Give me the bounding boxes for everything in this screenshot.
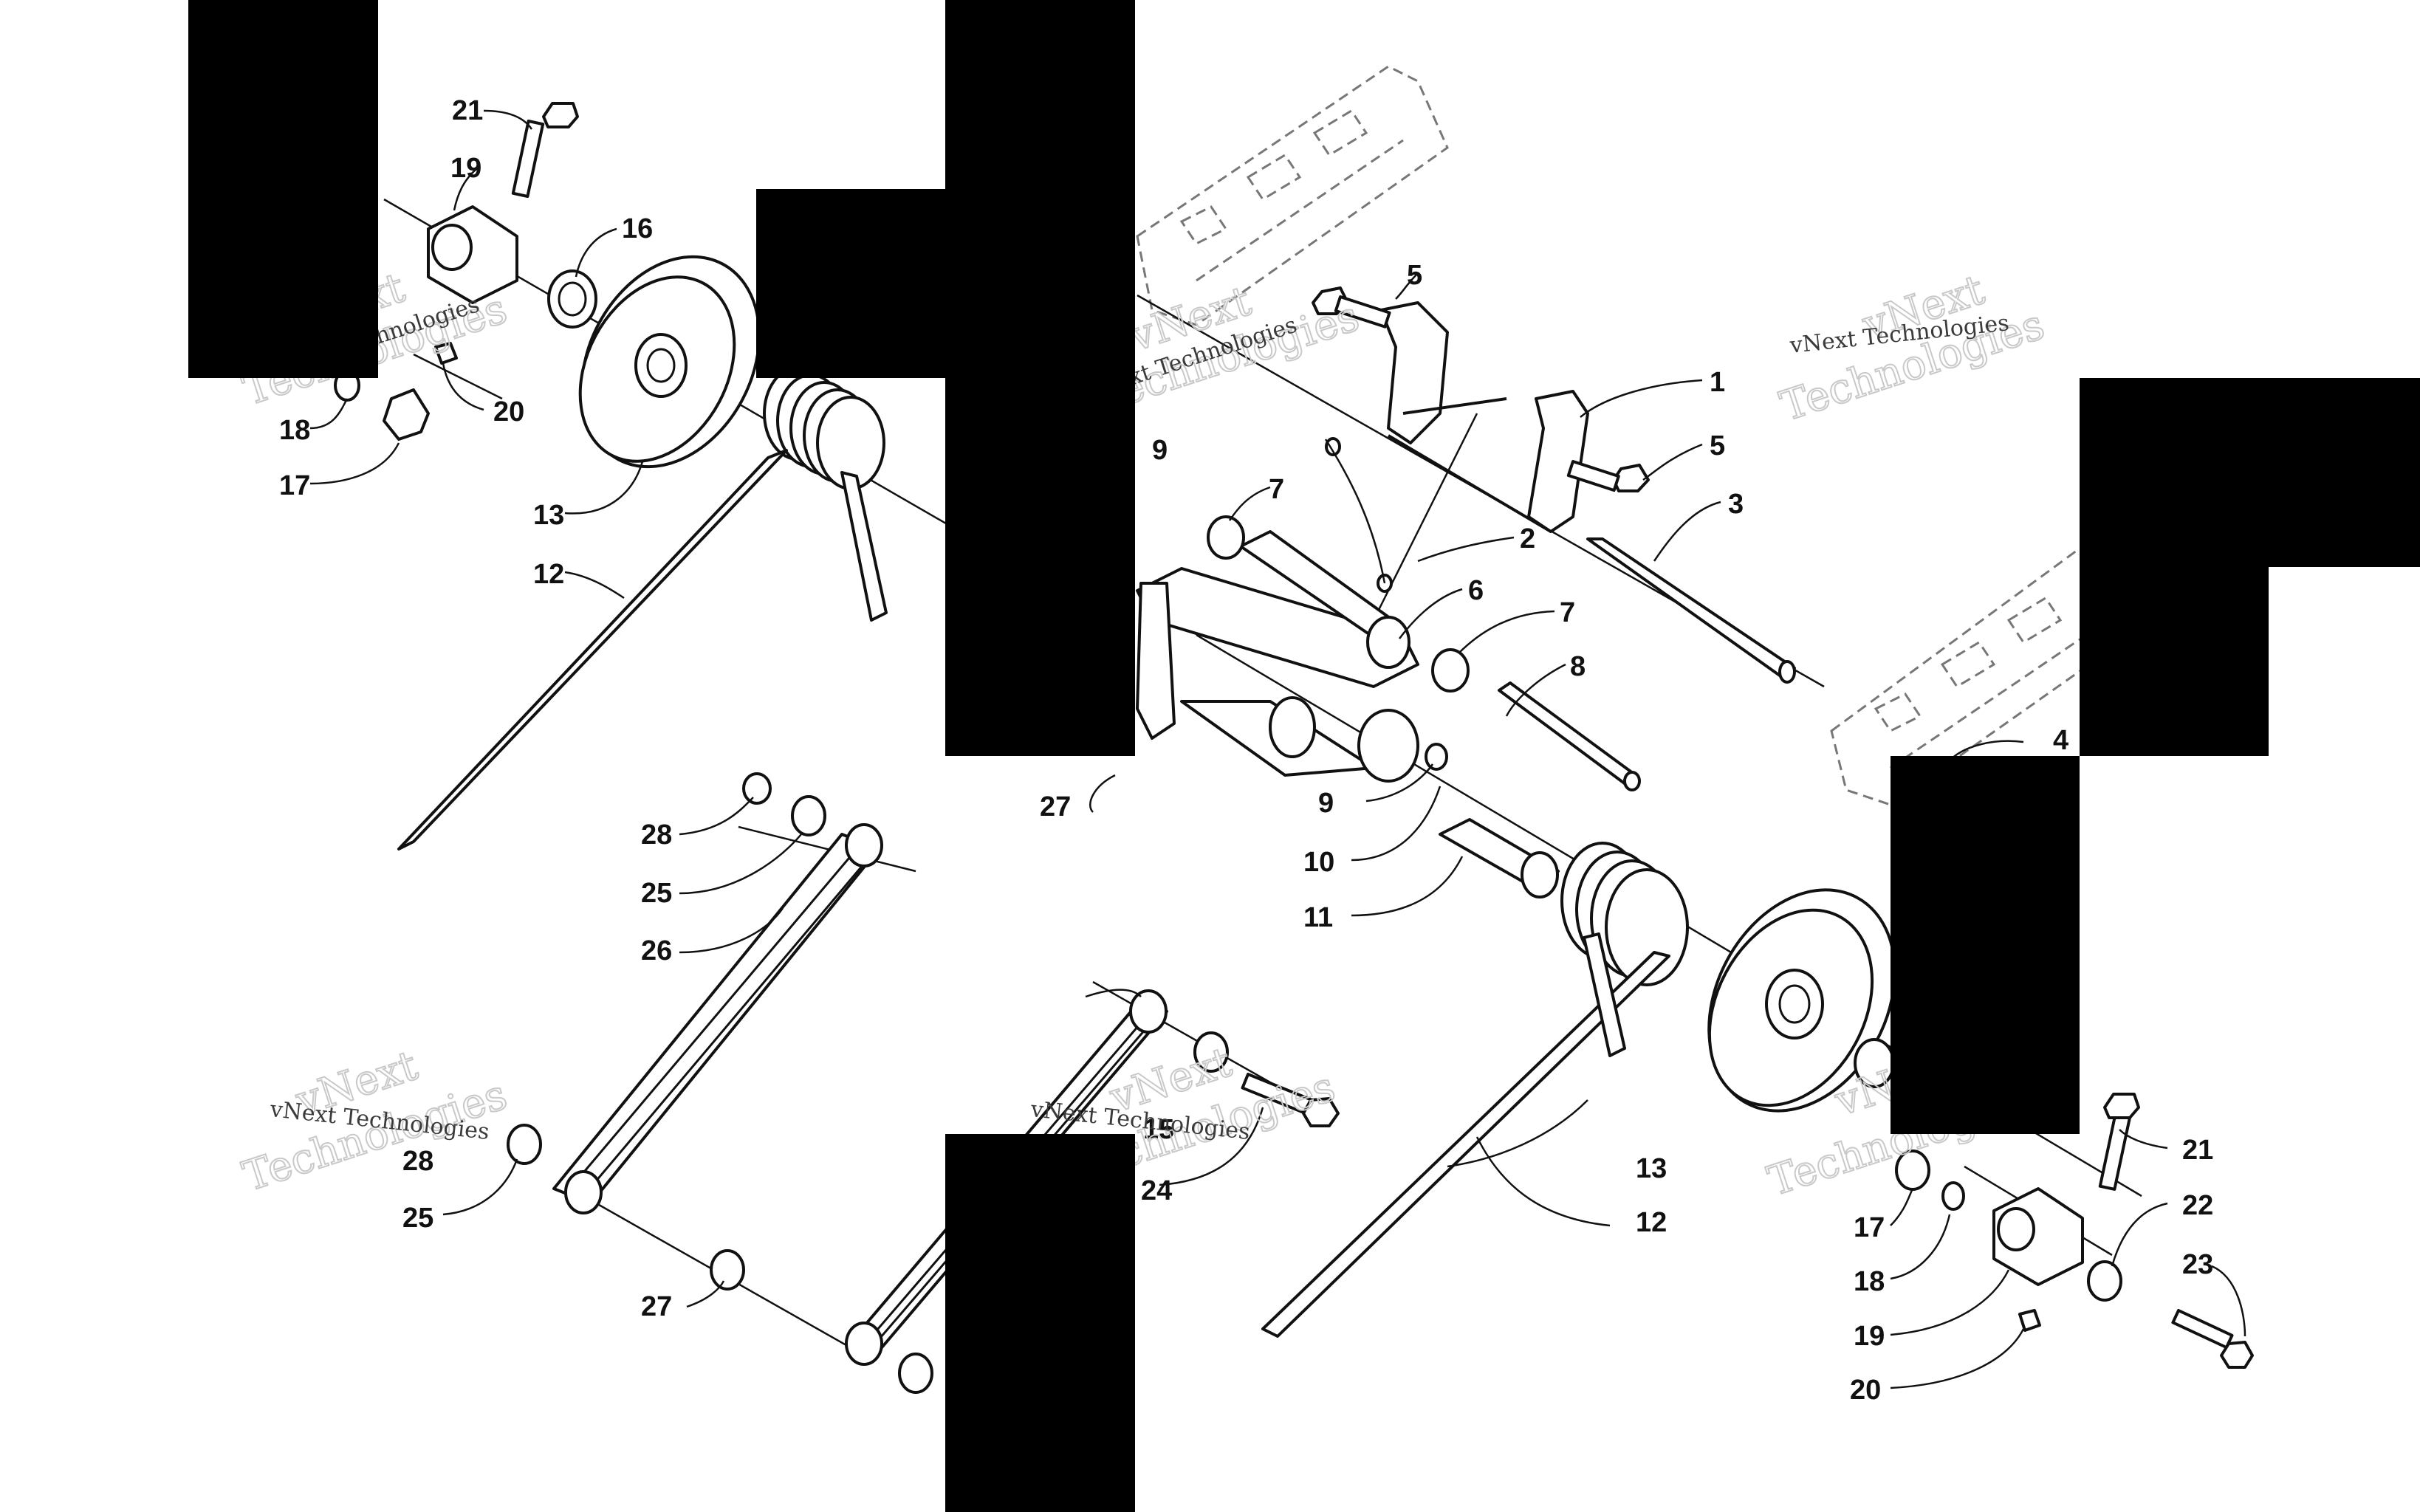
callout-21-right: 21 [2182,1135,2213,1166]
shock-body-9-center [1180,696,1419,783]
callout-8: 8 [1570,651,1586,682]
spacer-22 [2087,1260,2122,1302]
idler-wheel-13-left [578,255,761,469]
arm-assembly-6 [1136,530,1419,740]
torsion-spring-12-left [397,366,888,850]
spacer-16-left [547,269,597,329]
callout-5-lower: 5 [1710,430,1725,461]
callout-13-right: 13 [1636,1153,1667,1184]
callout-23: 23 [2182,1249,2213,1280]
callout-26: 26 [641,935,672,966]
callout-10: 10 [1303,847,1334,878]
callout-12: 12 [533,559,564,590]
shaft-3 [1586,537,1796,684]
callout-2: 2 [1520,523,1535,554]
callout-18-right: 18 [1854,1266,1885,1297]
bolt-23 [2171,1309,2254,1369]
callout-1: 1 [1710,367,1725,398]
small-parts-17-18-right [1895,1150,1965,1211]
callout-7-lower: 7 [1560,597,1575,628]
lock-collar-19-right [1992,1187,2084,1286]
callout-19: 19 [450,153,481,184]
idler-wheel-13-right [1707,888,1896,1113]
leader-lines [309,109,2246,1389]
callout-25-upper: 25 [641,878,672,909]
callout-20-right: 20 [1850,1375,1881,1406]
washer-10 [1425,743,1448,771]
bushings-25-28 [507,772,1229,1394]
callout-12-right: 12 [1636,1207,1667,1238]
mask-5 [2080,567,2269,756]
callout-20: 20 [493,396,524,427]
bracket-1 [1379,301,1589,533]
callout-3: 3 [1728,489,1744,520]
callout-15: 15 [1143,1114,1174,1145]
callout-28-lower: 28 [402,1146,433,1177]
callout-27-center: 27 [1040,791,1071,822]
callout-27-lower: 27 [641,1291,672,1322]
torsion-spring-12-right [1261,842,1689,1338]
lock-collar-19-left [427,205,518,304]
callout-24: 24 [1141,1175,1172,1206]
callout-22: 22 [2182,1190,2213,1221]
link-arm-26 [552,823,883,1214]
redaction-masks [188,0,2420,1512]
callout-13: 13 [533,500,564,531]
rail-outline-upper [1136,65,1449,326]
callout-9-upper: 9 [1152,435,1168,466]
callout-17-right: 17 [1854,1212,1885,1243]
callout-16: 16 [622,213,653,244]
bolt-24 [1241,1073,1340,1127]
callout-9: 9 [1318,788,1334,819]
callout-28-upper: 28 [641,819,672,850]
bolt-21-right [2098,1093,2140,1191]
bolt-21-left [511,102,579,198]
callout-labels: 21 19 16 18 17 20 13 12 5 1 5 3 2 7 6 7 … [279,95,2213,1406]
callout-6: 6 [1468,575,1484,606]
mask-1 [188,0,378,378]
callout-17: 17 [279,470,310,501]
pin-8 [1498,681,1641,791]
mask-2 [945,0,1135,756]
bolt-5-upper [1312,286,1391,329]
bolt-5-lower [1566,460,1650,492]
callout-25-lower: 25 [402,1203,433,1234]
callout-11: 11 [1303,902,1333,933]
callout-5-upper: 5 [1407,260,1422,291]
mask-7 [945,1134,1135,1512]
callout-21: 21 [452,95,483,126]
callout-19-right: 19 [1854,1321,1885,1352]
mask-4 [2080,378,2420,567]
callout-7-upper: 7 [1269,474,1284,505]
mask-3 [756,189,945,378]
sleeve-11 [1439,818,1560,898]
mask-6 [1891,756,2080,1134]
bushings-7 [1207,515,1470,693]
callout-18: 18 [279,415,310,446]
setscrew-20-right [2018,1309,2041,1332]
callout-4: 4 [2053,725,2068,756]
